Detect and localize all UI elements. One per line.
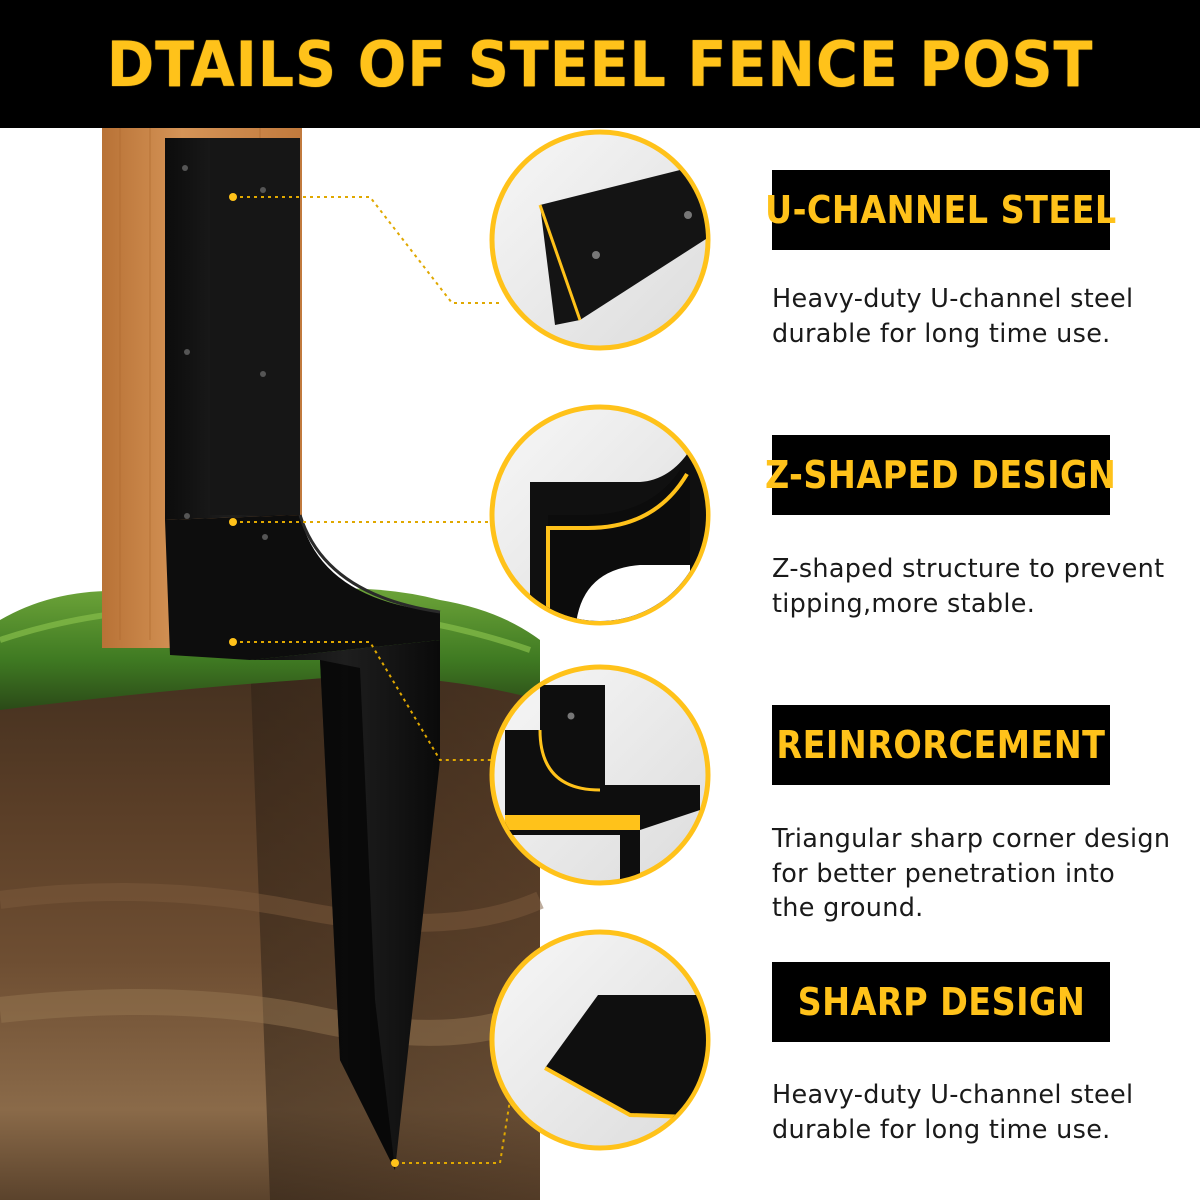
feature-title-sharp-design: SHARP DESIGN [772,962,1110,1042]
steel-bracket [165,138,441,1170]
feature-desc-u-channel: Heavy-duty U-channel steel durable for l… [772,282,1192,351]
header-banner: DTAILS OF STEEL FENCE POST [0,0,1200,128]
desc-line: durable for long time use. [772,318,1111,349]
callout-lines [233,196,511,1164]
product-illustration [0,128,711,1200]
detail-circle-z-shaped [489,404,711,626]
detail-circle-reinforcement [489,664,711,886]
feature-title-reinforcement: REINRORCEMENT [772,705,1110,785]
feature-title-u-channel: U-CHANNEL STEEL [765,170,1116,250]
desc-line: Heavy-duty U-channel steel [772,1080,1134,1110]
desc-line: Z-shaped structure to prevent [772,554,1165,584]
feature-desc-z-shaped: Z-shaped structure to prevent tipping,mo… [772,552,1192,621]
feature-desc-sharp-design: Heavy-duty U-channel steel durable for l… [772,1078,1192,1147]
desc-line: Heavy-duty U-channel steel [772,284,1134,314]
desc-line: tipping,more stable. [772,588,1036,619]
desc-line: durable for long time use. [772,1114,1111,1145]
desc-line: for better penetration into [772,858,1116,889]
product-scene [0,128,1200,1200]
callout-dots [229,193,399,1167]
page-title: DTAILS OF STEEL FENCE POST [106,27,1094,101]
detail-circle-sharp-tip [489,929,711,1151]
feature-title-z-shaped: Z-SHAPED DESIGN [765,435,1116,515]
feature-desc-reinforcement: Triangular sharp corner design for bette… [772,822,1192,926]
desc-line: the ground. [772,893,924,923]
detail-circle-u-channel [489,129,711,351]
desc-line: Triangular sharp corner design [772,824,1171,854]
